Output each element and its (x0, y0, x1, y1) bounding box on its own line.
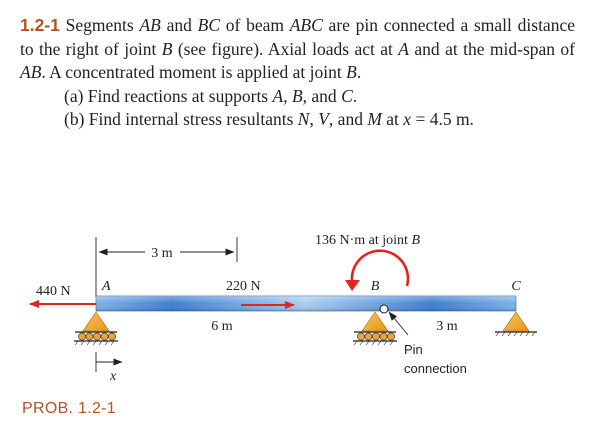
moment-arrowhead-icon (345, 280, 360, 291)
part-b-text: (b) Find internal stress resultants (64, 109, 298, 129)
joint-a-ref: A (398, 38, 409, 59)
symbol-m: M (367, 109, 382, 129)
support-c-icon (495, 311, 537, 337)
moment-label: 136 N·m at joint B (315, 233, 420, 248)
part-b-text: = 4.5 m. (411, 109, 474, 129)
segment-ab-ref: AB (20, 62, 42, 82)
part-a: (a) Find reactions at supports A, B, and… (20, 85, 575, 109)
part-a-text: , and (302, 85, 342, 106)
symbol-x: x (403, 109, 412, 129)
problem-number: 1.2-1 (20, 15, 60, 35)
intro-text: and (160, 15, 198, 35)
support-b-ref: B (291, 85, 303, 106)
load-a-label: 440 N (36, 284, 71, 299)
dimension-3m-top: 3 m (95, 237, 238, 297)
problem-intro: 1.2-1 Segments AB and BC of beam ABC are… (20, 14, 575, 85)
moment-value: 136 N·m at joint (315, 233, 411, 248)
problem-label: PROB. 1.2-1 (22, 400, 117, 417)
segment-ab: AB (139, 15, 161, 35)
x-axis-indicator: x (95, 352, 123, 384)
joint-c-label: C (511, 279, 521, 294)
part-a-text: . (352, 85, 358, 106)
symbol-v: V (318, 109, 329, 129)
beam-abc: ABC (289, 15, 323, 35)
problem-statement: 1.2-1 Segments AB and BC of beam ABC are… (20, 14, 575, 132)
load-mid-label: 220 N (226, 279, 261, 294)
connection-label: connection (404, 361, 467, 376)
span-bc-label: 3 m (436, 319, 458, 334)
intro-text: and at the mid-span of (409, 38, 575, 59)
joint-a-label: A (101, 279, 111, 294)
segment-bc: BC (197, 15, 220, 35)
part-b-text: at (381, 109, 404, 129)
intro-text: . A concentrated moment is applied at jo… (41, 62, 347, 82)
pin-leader-arrow (388, 311, 409, 336)
pin-connection-icon (379, 304, 389, 314)
part-b-text: , and (328, 109, 368, 129)
part-b: (b) Find internal stress resultants N, V… (20, 108, 575, 132)
moment-arc (350, 249, 410, 287)
symbol-n: N (297, 109, 310, 129)
support-a-icon (74, 311, 118, 346)
joint-b-ref: B (346, 62, 357, 82)
part-a-text: , (283, 85, 292, 106)
intro-text: Segments (59, 15, 140, 35)
intro-text: (see figure). Axial loads act at (172, 38, 399, 59)
axis-x-label: x (109, 369, 117, 384)
intro-text: . (356, 62, 362, 82)
pin-label: Pin (404, 342, 423, 357)
moment-joint: B (411, 233, 420, 248)
dim-top-label: 3 m (151, 246, 173, 261)
span-ab-label: 6 m (211, 319, 233, 334)
intro-text: are pin connected a small distance to th… (20, 15, 575, 59)
beam-shading (96, 296, 516, 311)
intro-text: of beam (220, 15, 290, 35)
joint-b-label: B (371, 279, 380, 294)
part-a-text: (a) Find reactions at supports (64, 85, 273, 106)
support-a-ref: A (272, 85, 284, 106)
support-b-icon (353, 311, 397, 346)
joint-b-ref: B (161, 38, 173, 59)
support-c-ref: C (341, 85, 353, 106)
part-b-text: , (309, 109, 319, 129)
